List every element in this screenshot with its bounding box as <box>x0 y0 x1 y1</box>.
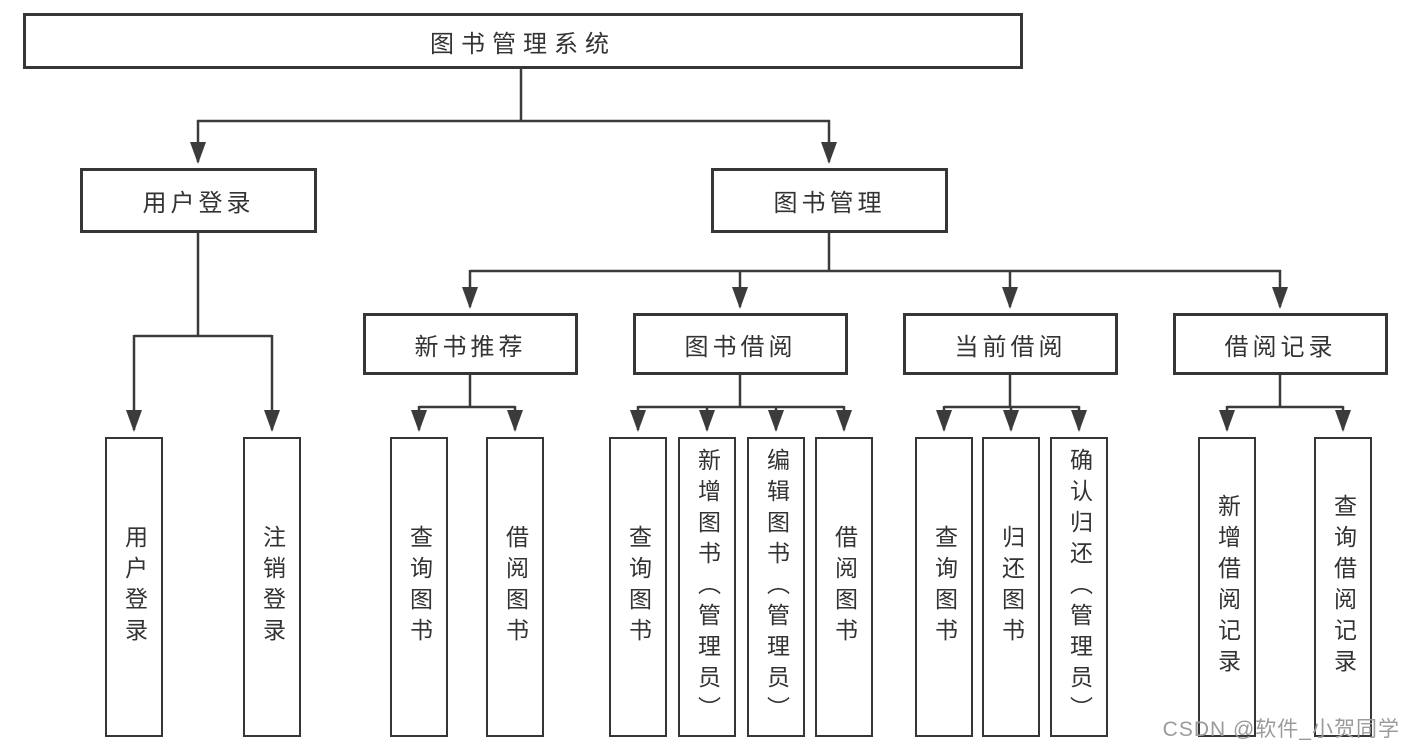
node-label: 当前借阅 <box>954 333 1067 361</box>
leaf-borrow-books-recommend: 借阅图书 <box>486 437 544 737</box>
node-label: 借阅图书 <box>831 525 858 649</box>
node-label: 借阅图书 <box>502 525 529 649</box>
leaf-query-books-recommend: 查询图书 <box>390 437 448 737</box>
leaf-add-book-admin: 新增图书（管理员） <box>678 437 736 737</box>
leaf-return-books: 归还图书 <box>982 437 1040 737</box>
leaf-query-borrow-record: 查询借阅记录 <box>1314 437 1372 737</box>
node-label: 用户登录 <box>142 190 255 217</box>
node-library-system: 图书管理系统 <box>23 13 1023 69</box>
node-label: 注销登录 <box>259 525 286 649</box>
node-borrowing-records: 借阅记录 <box>1173 313 1388 375</box>
node-label: 图书借阅 <box>684 333 797 361</box>
node-label: 新增借阅记录 <box>1214 494 1241 680</box>
leaf-query-books-borrowing: 查询图书 <box>609 437 667 737</box>
node-new-book-recommend: 新书推荐 <box>363 313 578 375</box>
node-label: 查询图书 <box>406 525 433 649</box>
node-label: 查询图书 <box>625 525 652 649</box>
node-current-borrowing: 当前借阅 <box>903 313 1118 375</box>
node-label: 查询图书 <box>931 525 958 649</box>
leaf-add-borrow-record: 新增借阅记录 <box>1198 437 1256 737</box>
leaf-user-login: 用户登录 <box>105 437 163 737</box>
connector-lines <box>126 69 1351 432</box>
node-label: 图书管理系统 <box>430 30 616 58</box>
node-label: 用户登录 <box>121 525 148 649</box>
leaf-logout: 注销登录 <box>243 437 301 737</box>
node-book-management: 图书管理 <box>711 168 948 233</box>
leaf-borrow-books: 借阅图书 <box>815 437 873 737</box>
leaf-confirm-return-admin: 确认归还（管理员） <box>1050 437 1108 737</box>
leaf-edit-book-admin: 编辑图书（管理员） <box>747 437 805 737</box>
node-book-borrowing: 图书借阅 <box>633 313 848 375</box>
leaf-query-books-current: 查询图书 <box>915 437 973 737</box>
csdn-watermark: CSDN @软件_小贺同学 <box>1162 718 1400 741</box>
node-label: 图书管理 <box>773 190 886 217</box>
node-user-login: 用户登录 <box>80 168 317 233</box>
node-label: 新书推荐 <box>414 333 527 361</box>
node-label: 归还图书 <box>998 525 1025 649</box>
node-label: 确认归还（管理员） <box>1066 447 1093 727</box>
node-label: 借阅记录 <box>1224 333 1337 361</box>
node-label: 查询借阅记录 <box>1330 494 1357 680</box>
node-label: 编辑图书（管理员） <box>763 447 790 727</box>
node-label: 新增图书（管理员） <box>694 447 721 727</box>
